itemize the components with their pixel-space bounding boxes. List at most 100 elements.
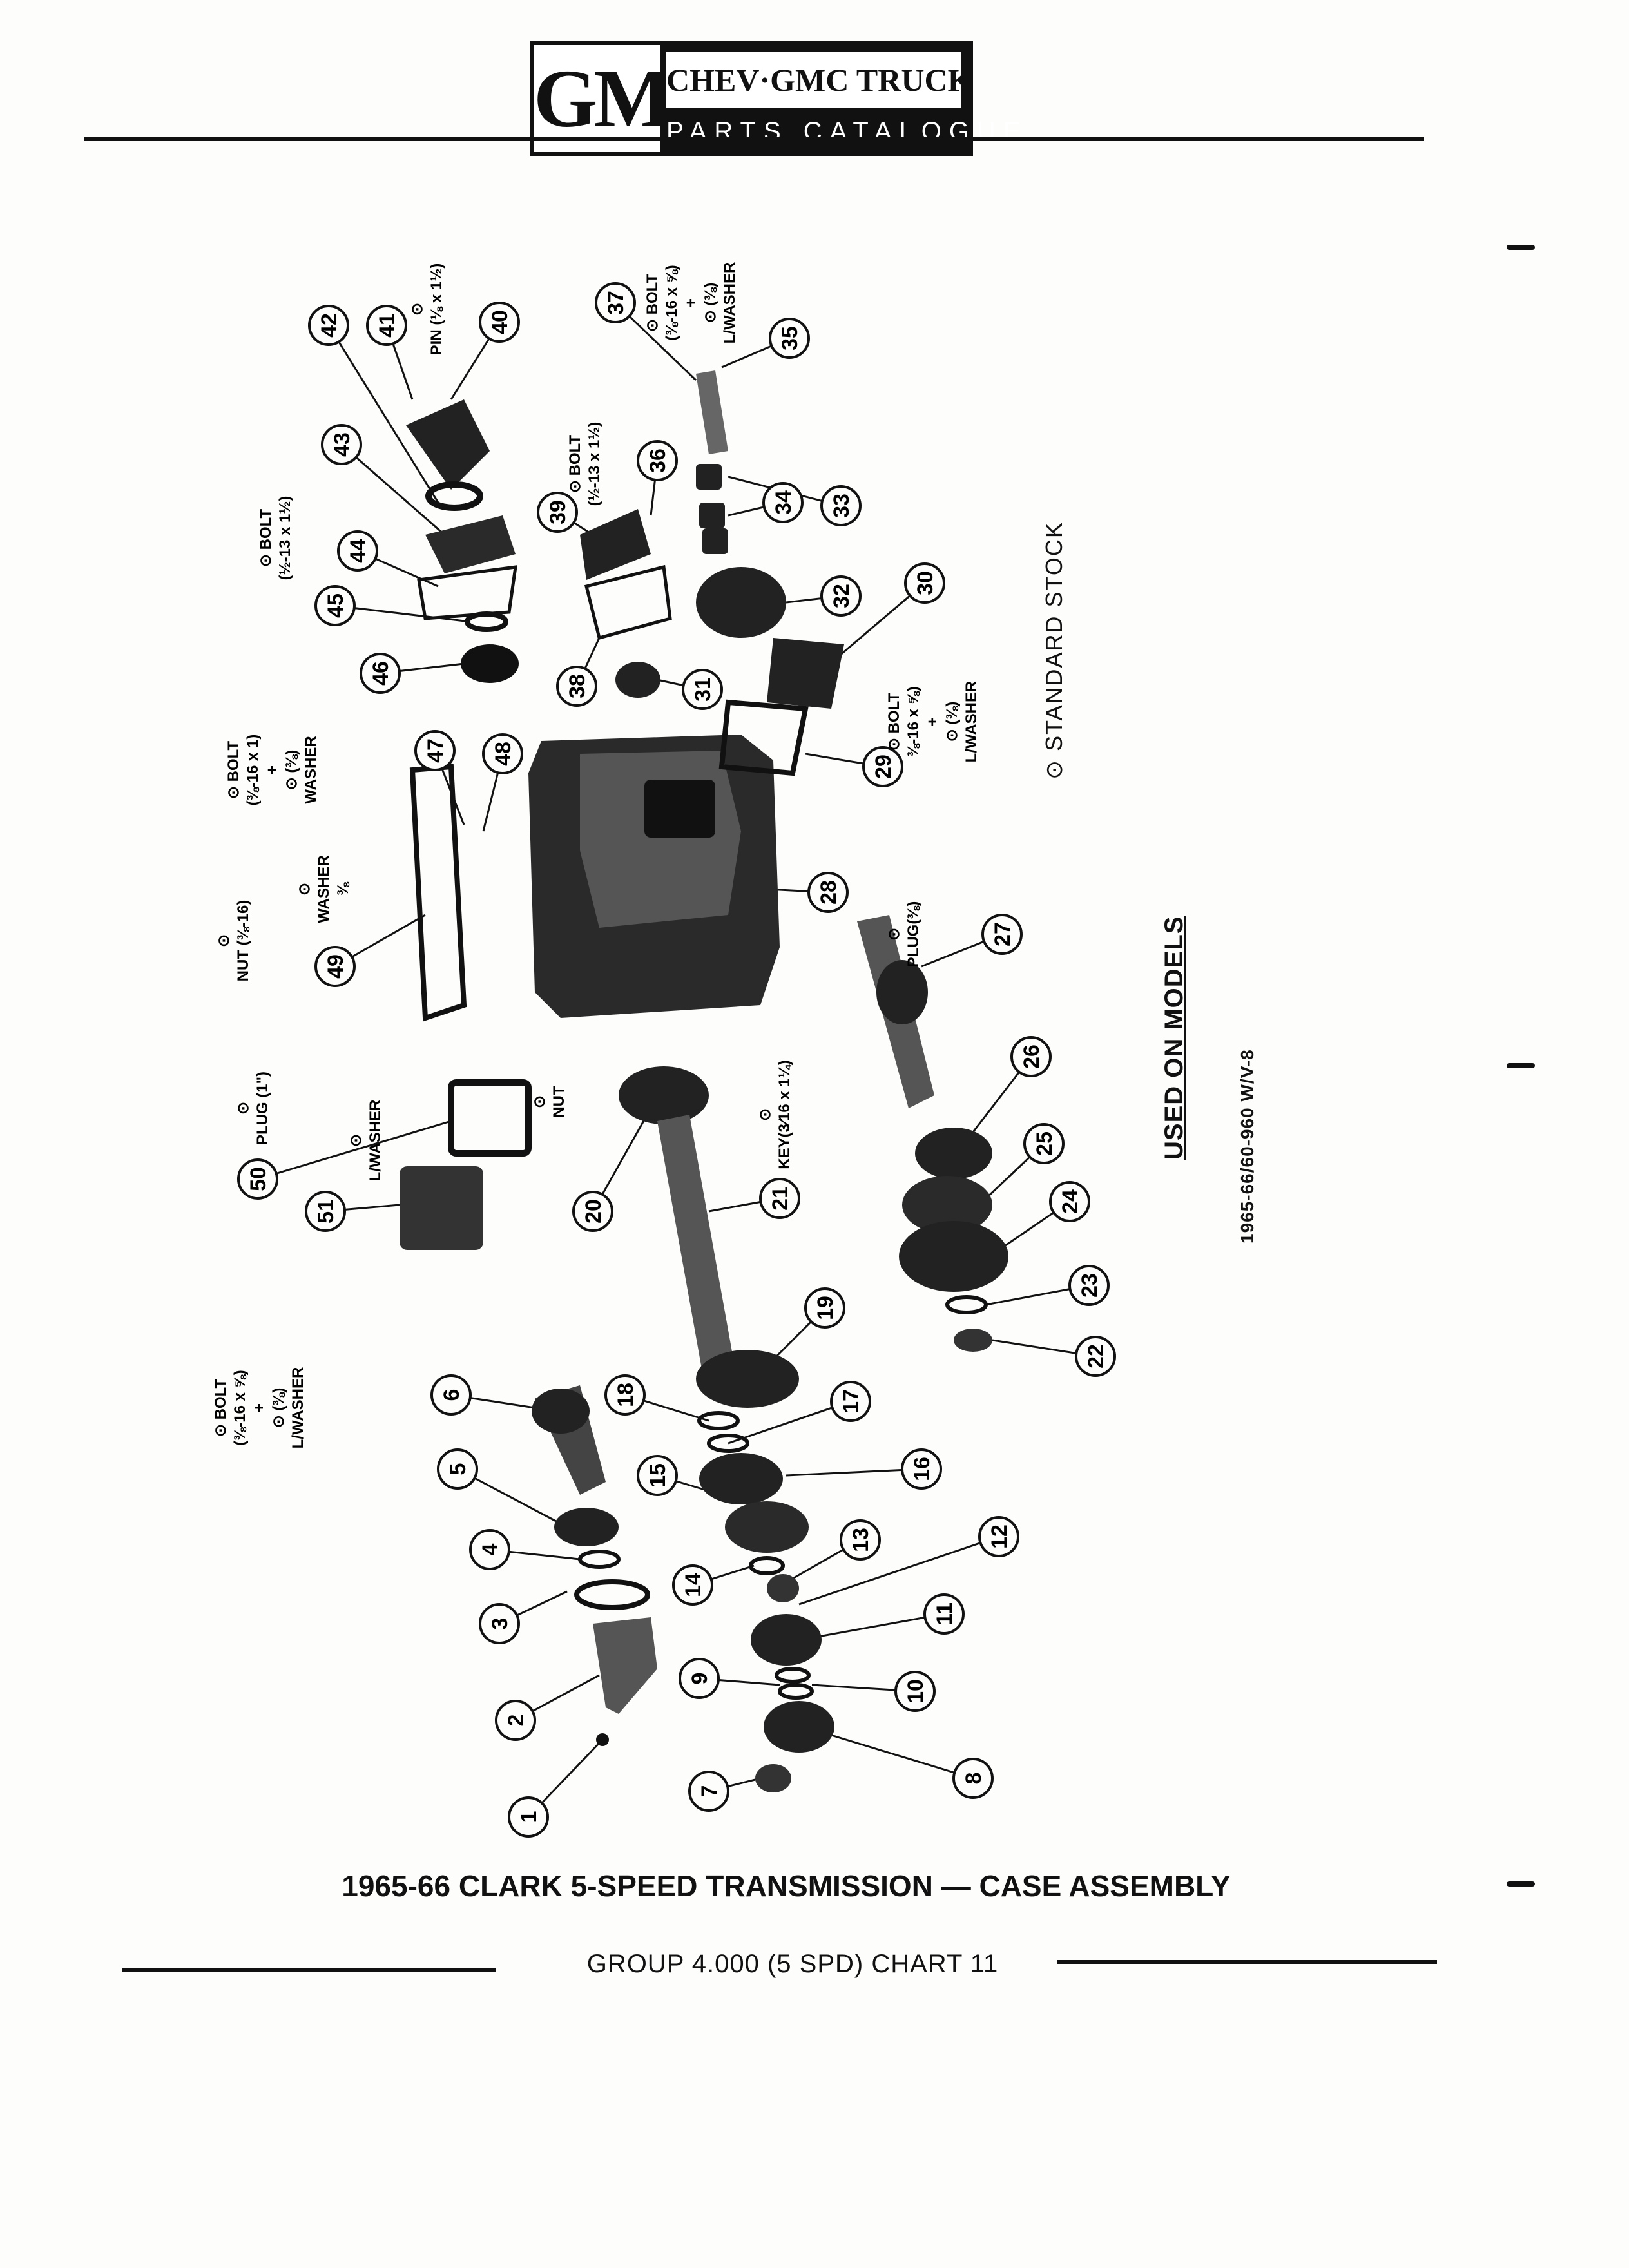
spec-line: (⅜-16 x ⅝) bbox=[663, 265, 680, 340]
part-shape bbox=[899, 1221, 1008, 1292]
callout-circle bbox=[537, 492, 578, 533]
spec-line: ⊙ (⅜) bbox=[702, 283, 719, 323]
callout-number: 6 bbox=[439, 1389, 464, 1401]
part-shape bbox=[580, 509, 651, 580]
callout-number: 21 bbox=[768, 1186, 793, 1211]
callout-circle bbox=[366, 305, 407, 346]
spec-line: ⊙ (⅜) bbox=[943, 702, 961, 742]
callout-circle bbox=[595, 282, 636, 323]
callout-number: 15 bbox=[646, 1463, 670, 1488]
spec-line: L/WASHER bbox=[963, 681, 980, 763]
leader-line bbox=[728, 1400, 851, 1445]
callout-number: 14 bbox=[681, 1573, 706, 1597]
callout-circle bbox=[495, 1700, 536, 1741]
gm-logo-mark: GM bbox=[534, 45, 671, 152]
spec-line: ⊙ bbox=[409, 303, 426, 316]
callout-circle bbox=[862, 746, 903, 787]
callout-number: 22 bbox=[1084, 1344, 1108, 1369]
callout-number: 18 bbox=[613, 1383, 638, 1407]
part-shape bbox=[554, 1508, 619, 1546]
spec-line: KEY(3⁄16 x 1¼) bbox=[776, 1060, 793, 1169]
callout-number: 11 bbox=[932, 1602, 957, 1626]
callout-circle bbox=[482, 733, 523, 774]
callout-circle bbox=[688, 1771, 729, 1812]
callout-number: 3 bbox=[488, 1618, 512, 1630]
spec-line: ⊙ (⅜) bbox=[283, 750, 300, 791]
part-shape bbox=[584, 564, 672, 640]
callout-number: 40 bbox=[488, 310, 512, 334]
spec-line: ⊙ BOLT bbox=[566, 435, 584, 494]
part-shape bbox=[425, 481, 483, 511]
callout-number: 31 bbox=[691, 677, 715, 702]
spec-line: ⊙ bbox=[531, 1095, 548, 1108]
callout-circle bbox=[314, 585, 356, 626]
leader-line bbox=[341, 443, 445, 536]
spec-line: (½-13 x 1½) bbox=[276, 496, 294, 581]
callout-circle bbox=[901, 1448, 942, 1490]
callout-circle bbox=[572, 1191, 613, 1232]
part-shape bbox=[532, 1389, 590, 1434]
spec-line: PLUG (1") bbox=[254, 1072, 271, 1145]
spec-label: ⊙ BOLT(⅜-16 x ⅝)+⊙ (⅜)L/WASHER bbox=[644, 262, 738, 344]
part-shape bbox=[945, 1295, 988, 1314]
callout-number: 7 bbox=[697, 1785, 722, 1798]
spec-label: ⊙ BOLT(⅜-16 x ⅝)+⊙ (⅜)L/WASHER bbox=[212, 1367, 307, 1449]
callout-number: 5 bbox=[446, 1463, 470, 1475]
spec-line: (⅜-16 x 1) bbox=[244, 735, 262, 806]
callout-circle bbox=[759, 1178, 800, 1219]
part-shape bbox=[755, 1764, 791, 1792]
callout-number: 47 bbox=[423, 738, 448, 763]
callout-circle bbox=[1075, 1336, 1116, 1377]
leader-line bbox=[327, 325, 439, 503]
leader-line bbox=[257, 1120, 452, 1180]
callout-circle bbox=[830, 1381, 871, 1422]
part-shape bbox=[406, 399, 490, 490]
part-shape bbox=[465, 611, 508, 632]
callout-number: 20 bbox=[581, 1199, 606, 1224]
callout-number: 2 bbox=[504, 1715, 528, 1727]
callout-circle bbox=[769, 318, 810, 359]
spec-line: ⊙ bbox=[347, 1134, 365, 1147]
callout-circle bbox=[807, 872, 849, 913]
spec-line: ⊙ BOLT bbox=[225, 741, 242, 800]
callout-number: 50 bbox=[246, 1167, 271, 1191]
spec-line: ⊙ BOLT bbox=[644, 274, 661, 332]
callout-circle bbox=[308, 305, 349, 346]
part-shapes bbox=[400, 370, 1008, 1792]
part-shape bbox=[954, 1329, 992, 1352]
spec-line: ⊙ bbox=[296, 883, 313, 896]
spec-line: ⊙ BOLT bbox=[885, 693, 903, 751]
callout-number: 17 bbox=[839, 1389, 863, 1414]
spec-label: ⊙KEY(3⁄16 x 1¼) bbox=[757, 1060, 793, 1169]
part-shape bbox=[764, 1701, 834, 1753]
callout-number: 37 bbox=[604, 291, 628, 315]
spec-labels: ⊙PIN (⅛ x 1½)⊙ BOLT(⅜-16 x ⅝)+⊙ (⅜)L/WAS… bbox=[212, 262, 980, 1449]
callout-number: 29 bbox=[871, 754, 896, 779]
callout-number: 34 bbox=[771, 490, 796, 515]
callout-number: 8 bbox=[961, 1773, 986, 1785]
callout-circle bbox=[305, 1191, 346, 1232]
spec-line: ⅜ bbox=[334, 881, 352, 896]
part-shape bbox=[749, 1556, 785, 1575]
part-shape bbox=[448, 1079, 532, 1157]
models-text: 1965-66/60-960 W/V-8 bbox=[1237, 1049, 1257, 1244]
spec-line: PIN (⅛ x 1½) bbox=[428, 264, 445, 356]
spec-line: NUT bbox=[550, 1086, 568, 1118]
callout-circle bbox=[508, 1796, 549, 1838]
part-shape bbox=[696, 1350, 799, 1408]
part-shape bbox=[578, 1550, 621, 1569]
callout-circle bbox=[479, 302, 520, 343]
callout-circle bbox=[1023, 1123, 1065, 1164]
standard-stock-legend: ⊙ STANDARD STOCK bbox=[1041, 521, 1067, 780]
callout-number: 48 bbox=[491, 742, 516, 766]
spec-line: ⊙ bbox=[235, 1102, 252, 1115]
part-shape bbox=[574, 1579, 650, 1610]
part-shape bbox=[767, 638, 844, 709]
callout-number: 38 bbox=[565, 674, 590, 698]
part-shape bbox=[696, 370, 728, 454]
callout-number: 19 bbox=[813, 1296, 838, 1320]
callout-number: 12 bbox=[987, 1524, 1012, 1549]
leader-line bbox=[818, 1613, 945, 1638]
